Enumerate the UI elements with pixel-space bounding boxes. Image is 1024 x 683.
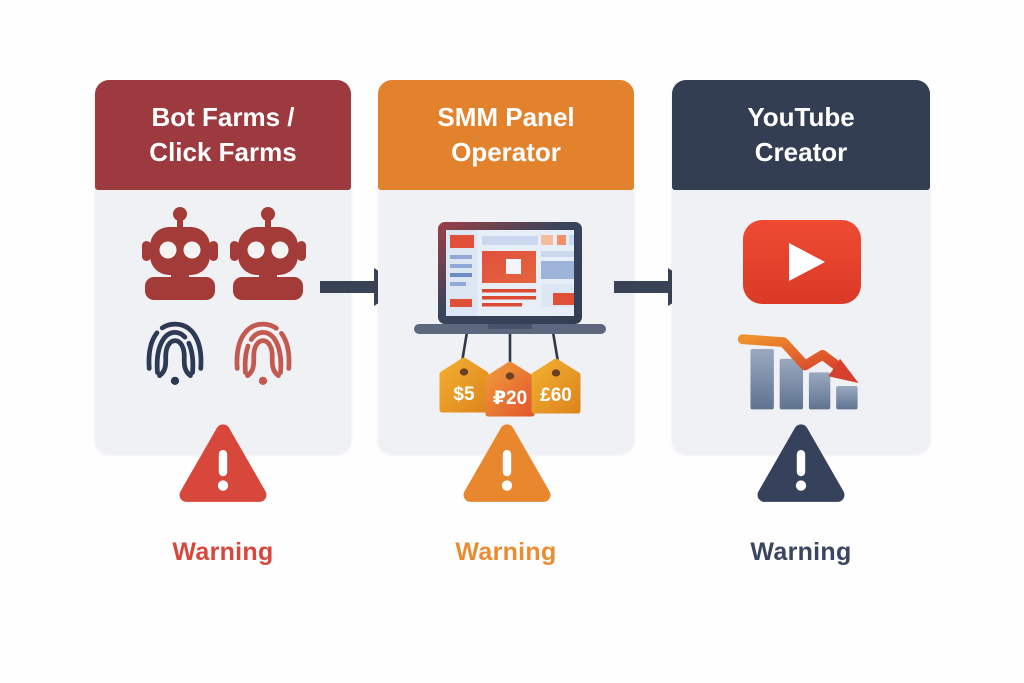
bar-1	[750, 348, 774, 410]
fingerprint-icon	[234, 321, 292, 385]
robot-icon	[142, 207, 218, 300]
card-smm-panel-title-line2: Operator	[451, 137, 561, 167]
trend-arrowhead-icon	[828, 358, 859, 384]
fingerprint-icon	[146, 321, 204, 385]
trend-line	[737, 334, 847, 375]
bar-2	[779, 358, 804, 410]
card-youtube-creator-title-line2: Creator	[754, 137, 848, 167]
warning-triangle-icon	[179, 424, 267, 502]
card-bot-farms-title-line1: Bot Farms /	[151, 101, 295, 132]
warning-triangle-icon	[757, 424, 845, 502]
card-bot-farms-title-line2: Click Farms	[149, 137, 297, 167]
bar-4	[836, 385, 858, 410]
warning-triangle-icon	[463, 424, 551, 502]
laptop-dashboard-icon: $5 ₽20 £60	[414, 222, 606, 417]
card-bot-farms: Bot Farms / Click Farms	[95, 80, 351, 454]
card-youtube-creator-header: YouTube Creator	[672, 80, 930, 190]
price-tag-value: £60	[540, 385, 572, 406]
card-bot-farms-header: Bot Farms / Click Farms	[95, 80, 351, 190]
card-youtube-creator-title-line1: YouTube	[747, 101, 855, 132]
warning-label-bot-farms: Warning	[172, 538, 274, 566]
card-smm-panel-header: SMM Panel Operator	[378, 80, 634, 190]
price-tag-value: ₽20	[493, 388, 527, 409]
card-smm-panel-title-line1: SMM Panel	[437, 101, 575, 132]
price-tag-icon	[439, 357, 489, 413]
robot-icon	[230, 207, 306, 300]
play-triangle-icon	[789, 243, 825, 281]
price-tag-icon	[531, 358, 581, 414]
price-tag-icon	[485, 361, 535, 417]
youtube-play-icon	[743, 220, 861, 304]
declining-chart-icon	[736, 316, 877, 416]
price-tag-value: $5	[453, 384, 475, 405]
warning-label-smm-panel: Warning	[455, 538, 557, 566]
bar-3	[808, 372, 831, 410]
warning-label-youtube-creator: Warning	[750, 538, 852, 566]
